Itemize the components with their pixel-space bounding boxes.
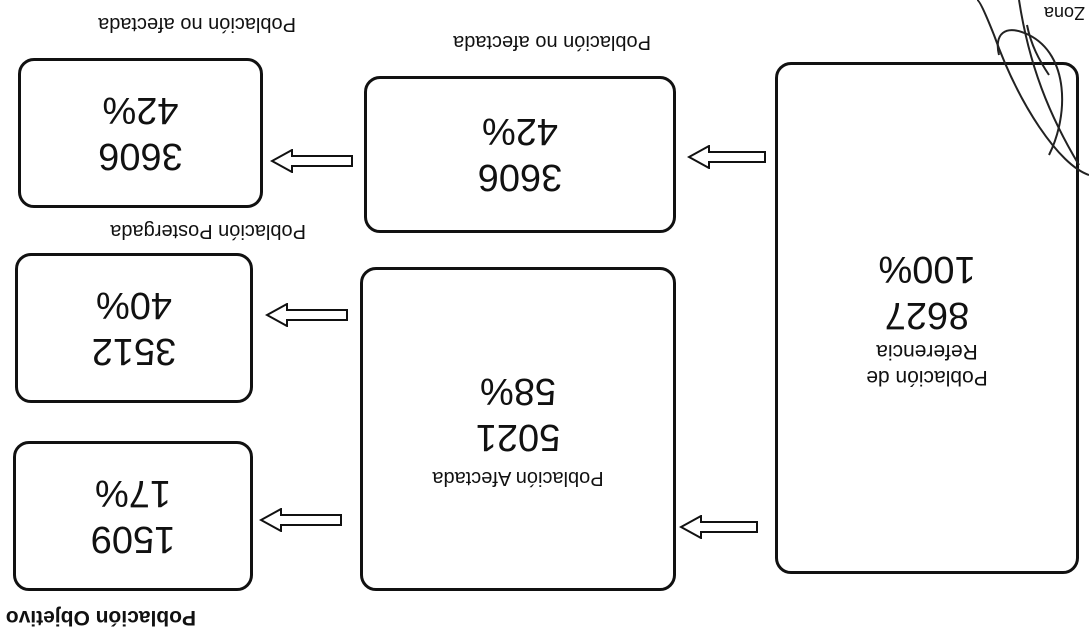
not-affected-population-percent: 42% — [481, 110, 559, 153]
affected-population-percent: 58% — [479, 370, 557, 412]
not-affected-final-label: Población no afectada — [98, 13, 296, 35]
postponed-population-percent: 40% — [95, 284, 173, 326]
objective-population-percent: 17% — [94, 472, 172, 514]
objective-population-box: 1509 17% — [13, 441, 253, 591]
not-affected-final-value: 3606 — [98, 135, 183, 177]
not-affected-final-box: 3606 42% — [18, 58, 263, 208]
not-affected-population-box: 3606 42% — [364, 76, 676, 233]
affected-population-box: Población Afectada 5021 58% — [360, 267, 676, 591]
affected-population-value: 5021 — [475, 416, 561, 458]
corner-note: Zona — [1043, 3, 1085, 23]
postponed-population-value: 3512 — [91, 330, 177, 372]
not-affected-population-label: Población no afectada — [453, 31, 651, 53]
arrow-not-affected-to-final-icon — [270, 149, 353, 173]
not-affected-population-value: 3606 — [477, 156, 563, 199]
objective-population-value: 1509 — [90, 518, 176, 560]
arrow-reference-to-affected-icon — [679, 515, 758, 539]
affected-population-title: Población Afectada — [432, 467, 604, 489]
hand-drawn-loop-icon — [976, 0, 1089, 176]
arrow-reference-to-not-affected-icon — [687, 145, 766, 169]
not-affected-final-percent: 42% — [102, 89, 179, 131]
arrow-affected-to-postponed-icon — [265, 303, 348, 327]
arrow-affected-to-objective-icon — [259, 508, 342, 532]
postponed-population-box: 3512 40% — [15, 253, 253, 403]
objective-population-label: Población Objetivo — [5, 606, 196, 629]
postponed-population-label: Población Postergada — [110, 220, 306, 242]
